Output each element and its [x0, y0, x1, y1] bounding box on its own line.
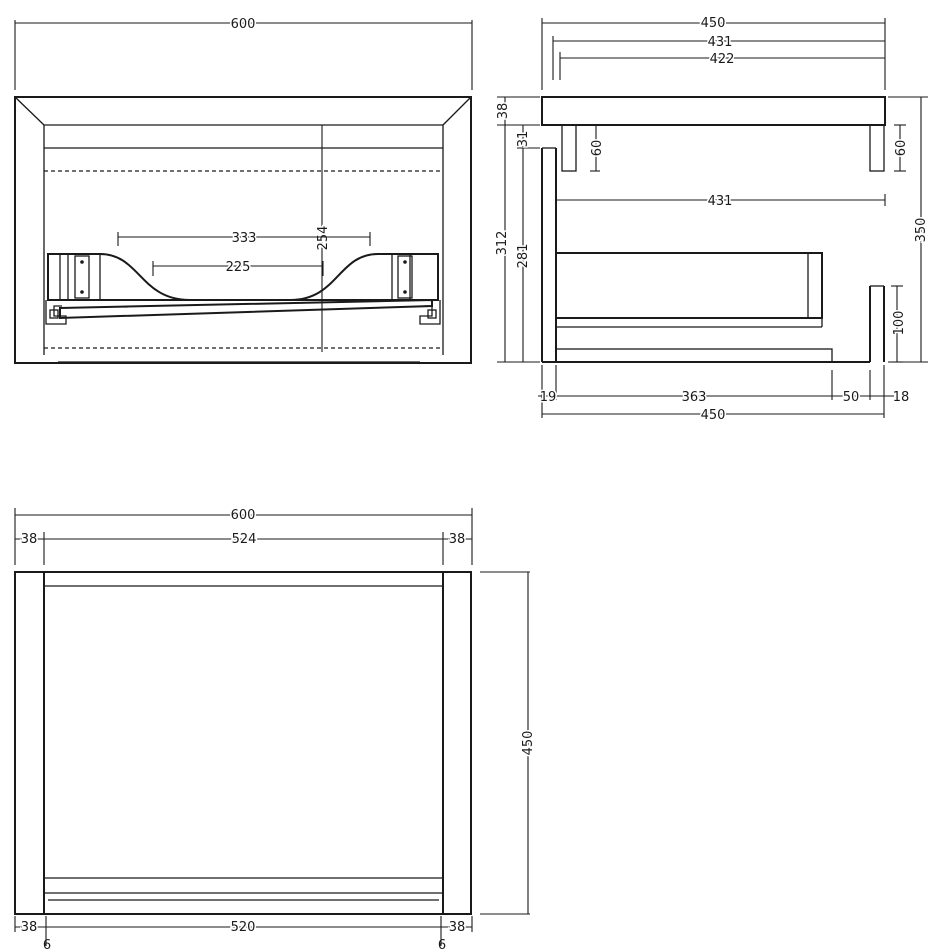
side-view: 450 431 422 60 60 431: [494, 15, 931, 425]
leg-100-label: 100: [892, 311, 907, 336]
bottom-inner-520: 520: [231, 920, 256, 935]
gap-31-label: 31: [516, 131, 531, 148]
side-422-label: 422: [710, 52, 735, 67]
basin-profile: [45, 253, 441, 325]
top-left-38: 38: [21, 532, 38, 547]
top-depth-450: 450: [521, 731, 536, 756]
top-right-38: 38: [449, 532, 466, 547]
drawer-depth-label: 254: [316, 226, 331, 251]
side-312-label: 312: [495, 231, 510, 256]
top-width-label: 600: [231, 508, 256, 523]
bottom-right-38: 38: [449, 920, 466, 935]
bottom-left-38: 38: [21, 920, 38, 935]
total-350-label: 350: [914, 218, 929, 243]
panel-60-left: 60: [590, 140, 605, 157]
corner-6-left: 6: [43, 938, 51, 951]
side-431-label: 431: [708, 35, 733, 50]
panel-60-right: 60: [894, 140, 909, 157]
top-frame: [14, 571, 472, 915]
dim-19-label: 19: [540, 390, 557, 405]
dim-363-label: 363: [682, 390, 707, 405]
side-depth-label: 450: [701, 16, 726, 31]
dim-50-label: 50: [843, 390, 860, 405]
inner-431-label: 431: [708, 194, 733, 209]
top-38-label: 38: [496, 103, 511, 120]
drawer-281-label: 281: [516, 244, 531, 269]
dim-18-label: 18: [893, 390, 910, 405]
front-frame: [14, 96, 472, 364]
basin-outer-label: 333: [232, 231, 257, 246]
bottom-450-label: 450: [701, 408, 726, 423]
front-view: 600 254: [14, 16, 473, 364]
basin-inner-label: 225: [226, 260, 251, 275]
top-inner-524: 524: [232, 532, 257, 547]
top-view: 600 38 524 38 450 38 520 38 6 6: [14, 507, 538, 951]
side-top: [541, 96, 886, 126]
front-width-label: 600: [231, 17, 256, 32]
side-drawer: [555, 252, 823, 319]
dim-front-width: 600: [14, 16, 473, 90]
corner-6-right: 6: [438, 938, 446, 951]
